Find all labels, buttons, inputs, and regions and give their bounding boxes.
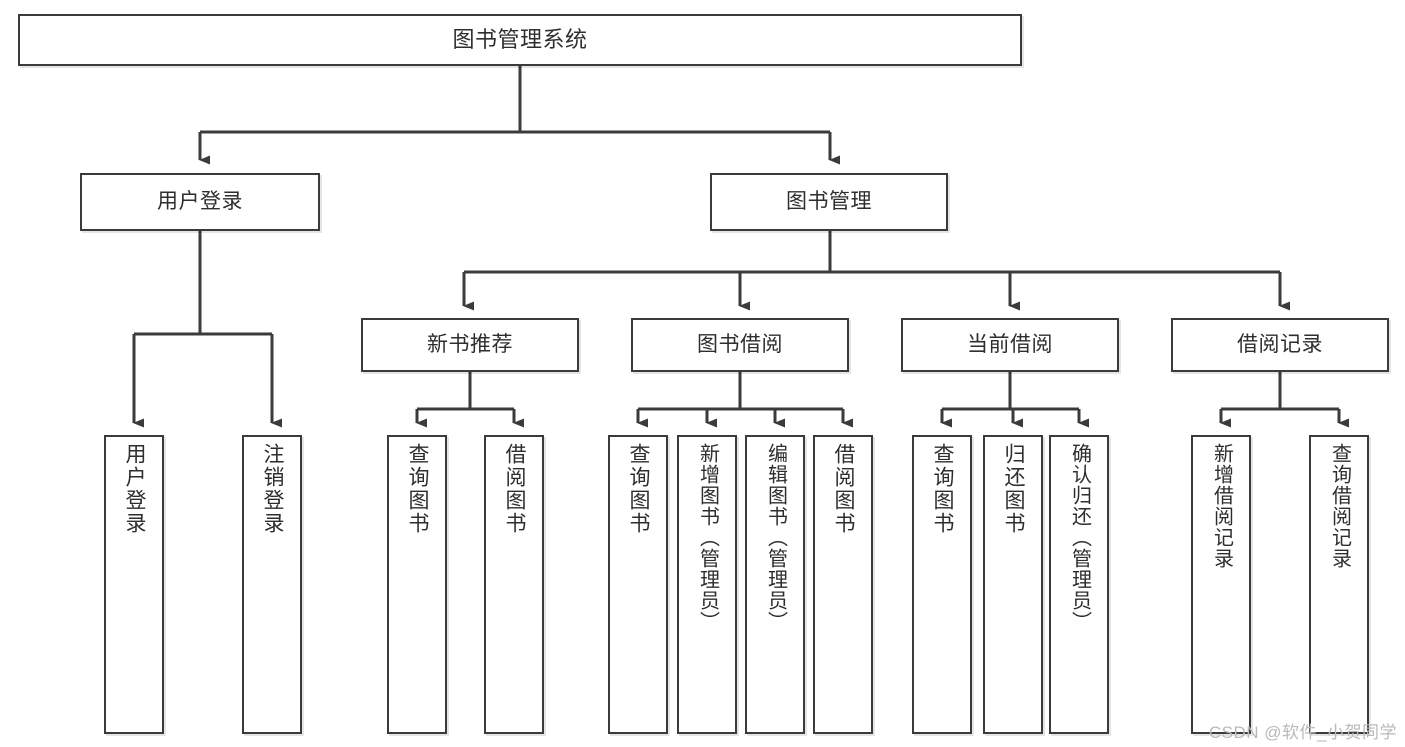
node-new-book-recommend[interactable]: 新书推荐: [361, 318, 579, 372]
leaf-edit-book-admin-label: 编辑图书（管理员）: [764, 443, 787, 632]
node-root[interactable]: 图书管理系统: [18, 14, 1022, 66]
leaf-confirm-return-admin-label: 确认归还（管理员）: [1068, 443, 1091, 632]
leaf-query-borrow-record[interactable]: 查询借阅记录: [1309, 435, 1369, 734]
node-borrow-record-label: 借阅记录: [1237, 332, 1323, 356]
leaf-query-borrow-record-label: 查询借阅记录: [1328, 443, 1351, 569]
leaf-add-borrow-record[interactable]: 新增借阅记录: [1191, 435, 1251, 734]
node-book-borrow[interactable]: 图书借阅: [631, 318, 849, 372]
node-book-borrow-label: 图书借阅: [697, 332, 783, 356]
leaf-user-login-label: 用户登录: [123, 443, 147, 535]
leaf-query-book-newbook[interactable]: 查询图书: [387, 435, 447, 734]
node-borrow-record[interactable]: 借阅记录: [1171, 318, 1389, 372]
watermark: CSDN @软件_小贺同学: [1208, 723, 1397, 742]
leaf-query-book-current[interactable]: 查询图书: [912, 435, 972, 734]
leaf-add-borrow-record-label: 新增借阅记录: [1210, 443, 1233, 569]
leaf-query-book-newbook-label: 查询图书: [406, 443, 430, 535]
leaf-return-book[interactable]: 归还图书: [983, 435, 1043, 734]
node-new-book-recommend-label: 新书推荐: [427, 332, 513, 356]
node-current-borrow-label: 当前借阅: [967, 332, 1053, 356]
leaf-query-book-current-label: 查询图书: [931, 443, 955, 535]
leaf-borrow-book-label: 借阅图书: [832, 443, 856, 535]
node-user-login-label: 用户登录: [157, 189, 243, 213]
leaf-return-book-label: 归还图书: [1002, 443, 1026, 535]
leaf-add-book-admin[interactable]: 新增图书（管理员）: [677, 435, 737, 734]
node-current-borrow[interactable]: 当前借阅: [901, 318, 1119, 372]
node-book-management[interactable]: 图书管理: [710, 173, 948, 231]
leaf-query-book-borrow-label: 查询图书: [627, 443, 651, 535]
leaf-confirm-return-admin[interactable]: 确认归还（管理员）: [1049, 435, 1109, 734]
leaf-edit-book-admin[interactable]: 编辑图书（管理员）: [745, 435, 805, 734]
leaf-add-book-admin-label: 新增图书（管理员）: [696, 443, 719, 632]
leaf-borrow-book-newbook[interactable]: 借阅图书: [484, 435, 544, 734]
node-root-label: 图书管理系统: [452, 27, 588, 53]
leaf-logout[interactable]: 注销登录: [242, 435, 302, 734]
leaf-logout-label: 注销登录: [261, 443, 285, 535]
node-book-management-label: 图书管理: [786, 189, 872, 213]
leaf-borrow-book[interactable]: 借阅图书: [813, 435, 873, 734]
node-user-login[interactable]: 用户登录: [80, 173, 320, 231]
leaf-query-book-borrow[interactable]: 查询图书: [608, 435, 668, 734]
leaf-borrow-book-newbook-label: 借阅图书: [503, 443, 527, 535]
leaf-user-login[interactable]: 用户登录: [104, 435, 164, 734]
